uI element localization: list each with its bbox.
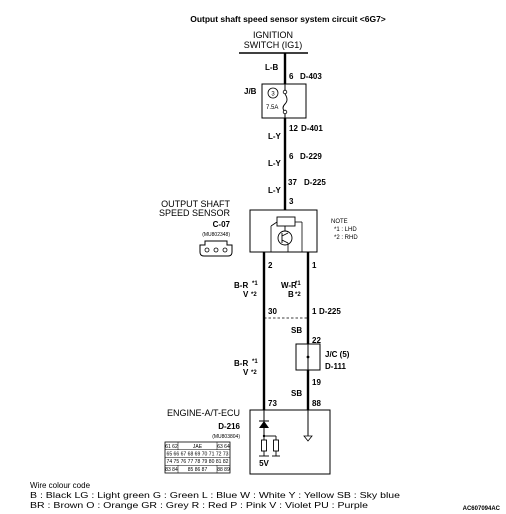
- svg-text:63 64: 63 64: [217, 444, 230, 450]
- wire-sb-label-1: SB: [291, 326, 302, 335]
- note-title: NOTE: [331, 219, 348, 225]
- wire-ly-label-2: L-Y: [268, 159, 282, 168]
- ground-icon: [303, 435, 313, 442]
- wire-ly-label-1: L-Y: [268, 132, 282, 141]
- sensor-pin-top: 3: [289, 197, 294, 206]
- svg-text:*1: *1: [252, 281, 258, 287]
- wire-sb-label-2: SB: [291, 389, 302, 398]
- jb-out-pin: 12: [289, 124, 298, 133]
- conn-d225-pin: 37: [288, 178, 297, 187]
- ecu-pin-left: 73: [268, 399, 277, 408]
- fuse-number: 3: [271, 92, 275, 98]
- svg-text:*2: *2: [251, 370, 257, 376]
- ecu-box: [249, 409, 331, 475]
- wire-lb-label: L-B: [265, 63, 279, 72]
- wire-right-colour-b: B: [288, 290, 294, 299]
- ignition-label-2: SWITCH (IG1): [244, 40, 303, 50]
- svg-text:JAE: JAE: [193, 444, 203, 450]
- sensor-element: [276, 216, 296, 227]
- ecu-part-no: (MU803804): [212, 434, 240, 440]
- ecu-label: ENGINE-A/T-ECU: [167, 408, 240, 418]
- fuse-rating: 7.5A: [266, 105, 278, 111]
- diagram-title: Output shaft speed sensor system circuit…: [190, 14, 386, 24]
- sensor-pin-right: 1: [312, 261, 317, 270]
- joint-right-connector: D-225: [319, 307, 341, 316]
- fuse-icon: [282, 89, 288, 95]
- jc-name: J/C (5): [325, 350, 350, 359]
- sensor-box: [249, 209, 318, 253]
- fuse-number-circle: [267, 87, 279, 99]
- wire-left-colour-b: V: [243, 290, 249, 299]
- jc-in-pin: 22: [312, 336, 321, 345]
- svg-text:*2: *2: [295, 292, 301, 298]
- svg-text:74 75 76 77 78 79 80 81 82: 74 75 76 77 78 79 80 81 82: [167, 459, 229, 465]
- conn-d229-pin: 6: [289, 152, 294, 161]
- jb-in-pin: 6: [289, 72, 294, 81]
- svg-text:88 89: 88 89: [217, 467, 230, 473]
- jb-out-connector: D-401: [301, 124, 323, 133]
- ecu-voltage: 5V: [259, 459, 269, 468]
- wire-left-colour-a: B-R: [234, 281, 248, 290]
- input-resistor-icon: [273, 439, 279, 452]
- wire-left-colour-a-low: B-R: [234, 359, 248, 368]
- ignition-label-1: IGNITION: [253, 30, 293, 40]
- conn-d225-name: D-225: [304, 178, 326, 187]
- legend-line-1: B : Black LG : Light green G : Green L :…: [30, 491, 401, 500]
- svg-text:61 62: 61 62: [165, 444, 178, 450]
- ecu-pin-right: 88: [312, 399, 321, 408]
- sensor-label-1: OUTPUT SHAFT: [161, 199, 230, 209]
- pullup-resistor-icon: [261, 439, 267, 452]
- svg-text:*1: *1: [295, 281, 301, 287]
- legend-title: Wire colour code: [30, 481, 91, 490]
- svg-text:65 66 67 68 69 70 71 72 73: 65 66 67 68 69 70 71 72 73: [167, 452, 229, 458]
- wire-left-colour-b-low: V: [243, 368, 249, 377]
- sensor-connector: C-07: [213, 220, 231, 229]
- conn-d229-name: D-229: [300, 152, 322, 161]
- wire-ly-label-3: L-Y: [268, 186, 282, 195]
- legend-line-2: BR : Brown O : Orange GR : Grey R : Red …: [30, 501, 369, 510]
- wire-right-colour-a: W-R: [281, 281, 297, 290]
- ecu-connector: D-216: [218, 422, 240, 431]
- svg-text:85 86 87: 85 86 87: [188, 467, 208, 473]
- svg-text:83 84: 83 84: [165, 467, 178, 473]
- sensor-connector-icon: [199, 240, 233, 257]
- jc-out-pin: 19: [312, 378, 321, 387]
- joint-left-pin: 30: [268, 307, 277, 316]
- jb-in-connector: D-403: [300, 72, 322, 81]
- sensor-part-no: (MU802348): [202, 232, 230, 238]
- diode-icon: [259, 421, 269, 428]
- joint-right-pin: 1: [312, 307, 317, 316]
- note-line-2: *2 : RHD: [334, 235, 358, 241]
- sensor-pin-left: 2: [268, 261, 273, 270]
- svg-text:*1: *1: [252, 359, 258, 365]
- jb-label: J/B: [244, 87, 257, 96]
- sensor-label-2: SPEED SENSOR: [159, 208, 231, 218]
- ecu-pin-table: 61 62 JAE 63 64 65 66 67 68 69 70 71 72 …: [164, 441, 231, 474]
- transistor-icon: [277, 230, 293, 246]
- note-line-1: *1 : LHD: [334, 227, 357, 233]
- document-id: AC607094AC: [463, 506, 501, 512]
- jc-connector: D-111: [325, 362, 346, 371]
- svg-text:*2: *2: [251, 292, 257, 298]
